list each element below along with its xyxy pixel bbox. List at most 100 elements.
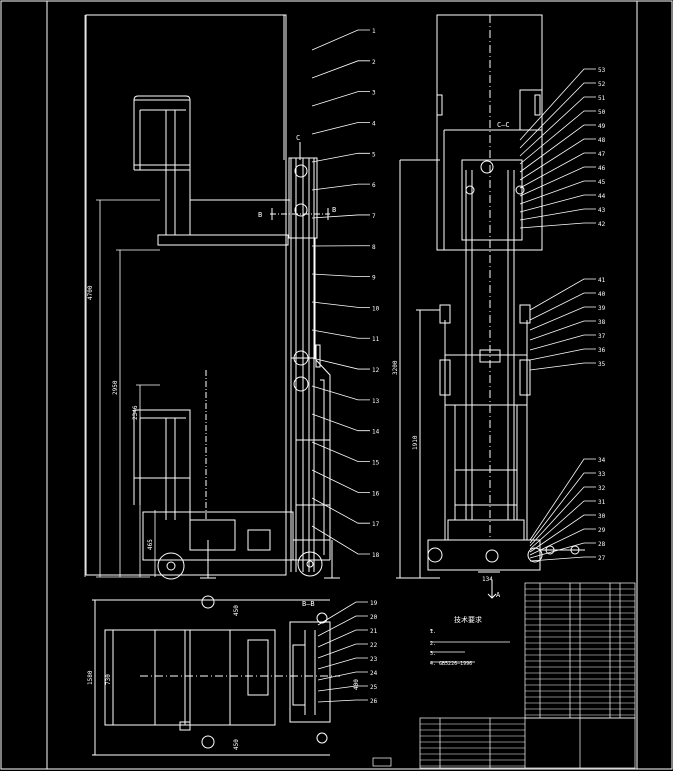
dim-lower-height: 2346 xyxy=(132,405,139,420)
balloon-8: 8 xyxy=(372,244,376,251)
balloon-34: 34 xyxy=(598,457,606,464)
balloon-1: 1 xyxy=(372,28,376,35)
balloon-28: 28 xyxy=(598,541,606,548)
leader-37 xyxy=(529,334,596,351)
leader-50 xyxy=(519,110,596,165)
leader-28 xyxy=(529,542,596,559)
leader-2 xyxy=(311,60,370,79)
leader-49 xyxy=(519,124,596,173)
balloon-4: 4 xyxy=(372,120,376,127)
leader-36 xyxy=(529,348,596,361)
balloon-23: 23 xyxy=(370,656,378,663)
tech-req-1: 1. xyxy=(430,629,436,635)
balloon-53: 53 xyxy=(598,67,606,74)
leader-47 xyxy=(519,152,596,189)
balloon-36: 36 xyxy=(598,347,606,354)
leader-31 xyxy=(529,500,596,550)
leader-39 xyxy=(529,306,596,331)
dim-overall-height: 4700 xyxy=(87,285,94,300)
balloon-33: 33 xyxy=(598,471,606,478)
leader-51 xyxy=(519,96,596,157)
leader-48 xyxy=(519,138,596,181)
front-elevation-view xyxy=(396,14,585,599)
balloon-20: 20 xyxy=(370,614,378,621)
dim-right-height: 3200 xyxy=(392,360,399,375)
leader-1 xyxy=(311,29,370,51)
leader-6 xyxy=(311,183,370,191)
balloon-38: 38 xyxy=(598,319,606,326)
leader-24 xyxy=(317,671,368,681)
leader-16 xyxy=(311,469,370,493)
dim-plan-outer: 1580 xyxy=(87,670,94,685)
balloon-44: 44 xyxy=(598,193,606,200)
balloon-9: 9 xyxy=(372,275,376,282)
balloon-26: 26 xyxy=(370,698,378,705)
leader-19 xyxy=(317,601,368,626)
leader-17 xyxy=(311,497,370,524)
balloon-numbers: 1234567891011121314151617185352515049484… xyxy=(370,28,606,705)
leader-23 xyxy=(317,657,368,670)
leader-7 xyxy=(311,214,370,219)
tech-requirement-lines: 1. 2. 3. 4. GB5226—1996 xyxy=(430,629,472,667)
leader-32 xyxy=(529,486,596,547)
leader-30 xyxy=(529,514,596,553)
balloon-52: 52 xyxy=(598,81,606,88)
balloon-50: 50 xyxy=(598,109,606,116)
leader-38 xyxy=(529,320,596,341)
balloon-47: 47 xyxy=(598,151,606,158)
leader-9 xyxy=(311,273,370,277)
balloon-49: 49 xyxy=(598,123,606,130)
balloon-37: 37 xyxy=(598,333,606,340)
tech-req-4: 4. GB5226—1996 xyxy=(430,661,472,667)
balloon-7: 7 xyxy=(372,213,376,220)
leader-44 xyxy=(519,194,596,213)
arrow-a-label: A xyxy=(496,591,501,599)
balloon-12: 12 xyxy=(372,367,380,374)
balloon-46: 46 xyxy=(598,165,606,172)
balloon-14: 14 xyxy=(372,429,380,436)
balloon-24: 24 xyxy=(370,670,378,677)
dimension-texts: 4700 2950 2346 465 3200 1910 134 1580 73… xyxy=(87,285,493,750)
leader-40 xyxy=(529,292,596,321)
tech-req-2: 2. xyxy=(430,641,436,647)
balloon-31: 31 xyxy=(598,499,606,506)
leader-4 xyxy=(311,122,370,135)
leader-22 xyxy=(317,643,368,659)
balloon-10: 10 xyxy=(372,305,380,312)
balloon-16: 16 xyxy=(372,490,380,497)
balloon-19: 19 xyxy=(370,600,378,607)
balloon-45: 45 xyxy=(598,179,606,186)
balloon-27: 27 xyxy=(598,555,606,562)
leader-5 xyxy=(311,152,370,163)
section-cc-label: C—C xyxy=(497,121,510,129)
leader-10 xyxy=(311,301,370,308)
balloon-48: 48 xyxy=(598,137,606,144)
dim-plan-side: 400 xyxy=(353,679,360,690)
leader-41 xyxy=(529,278,596,311)
balloon-25: 25 xyxy=(370,684,378,691)
leader-21 xyxy=(317,629,368,648)
balloon-51: 51 xyxy=(598,95,606,102)
left-dimensions xyxy=(84,15,160,578)
balloon-2: 2 xyxy=(372,59,376,66)
balloon-17: 17 xyxy=(372,521,380,528)
side-elevation-view xyxy=(85,14,340,580)
balloon-29: 29 xyxy=(598,527,606,534)
leader-15 xyxy=(311,441,370,462)
balloon-15: 15 xyxy=(372,460,380,467)
section-bb-label: B—B xyxy=(302,600,315,608)
plan-view-bb xyxy=(92,595,340,756)
balloon-6: 6 xyxy=(372,182,376,189)
parts-list-rows xyxy=(420,588,635,767)
leader-3 xyxy=(311,91,370,107)
leader-35 xyxy=(529,362,596,371)
balloon-13: 13 xyxy=(372,398,380,405)
leader-42 xyxy=(519,222,596,229)
balloon-30: 30 xyxy=(598,513,606,520)
balloon-41: 41 xyxy=(598,277,606,284)
dim-right-lower: 1910 xyxy=(412,435,419,450)
cut-c-label: C xyxy=(296,134,300,142)
dim-wheel-span: 134 xyxy=(482,576,493,583)
